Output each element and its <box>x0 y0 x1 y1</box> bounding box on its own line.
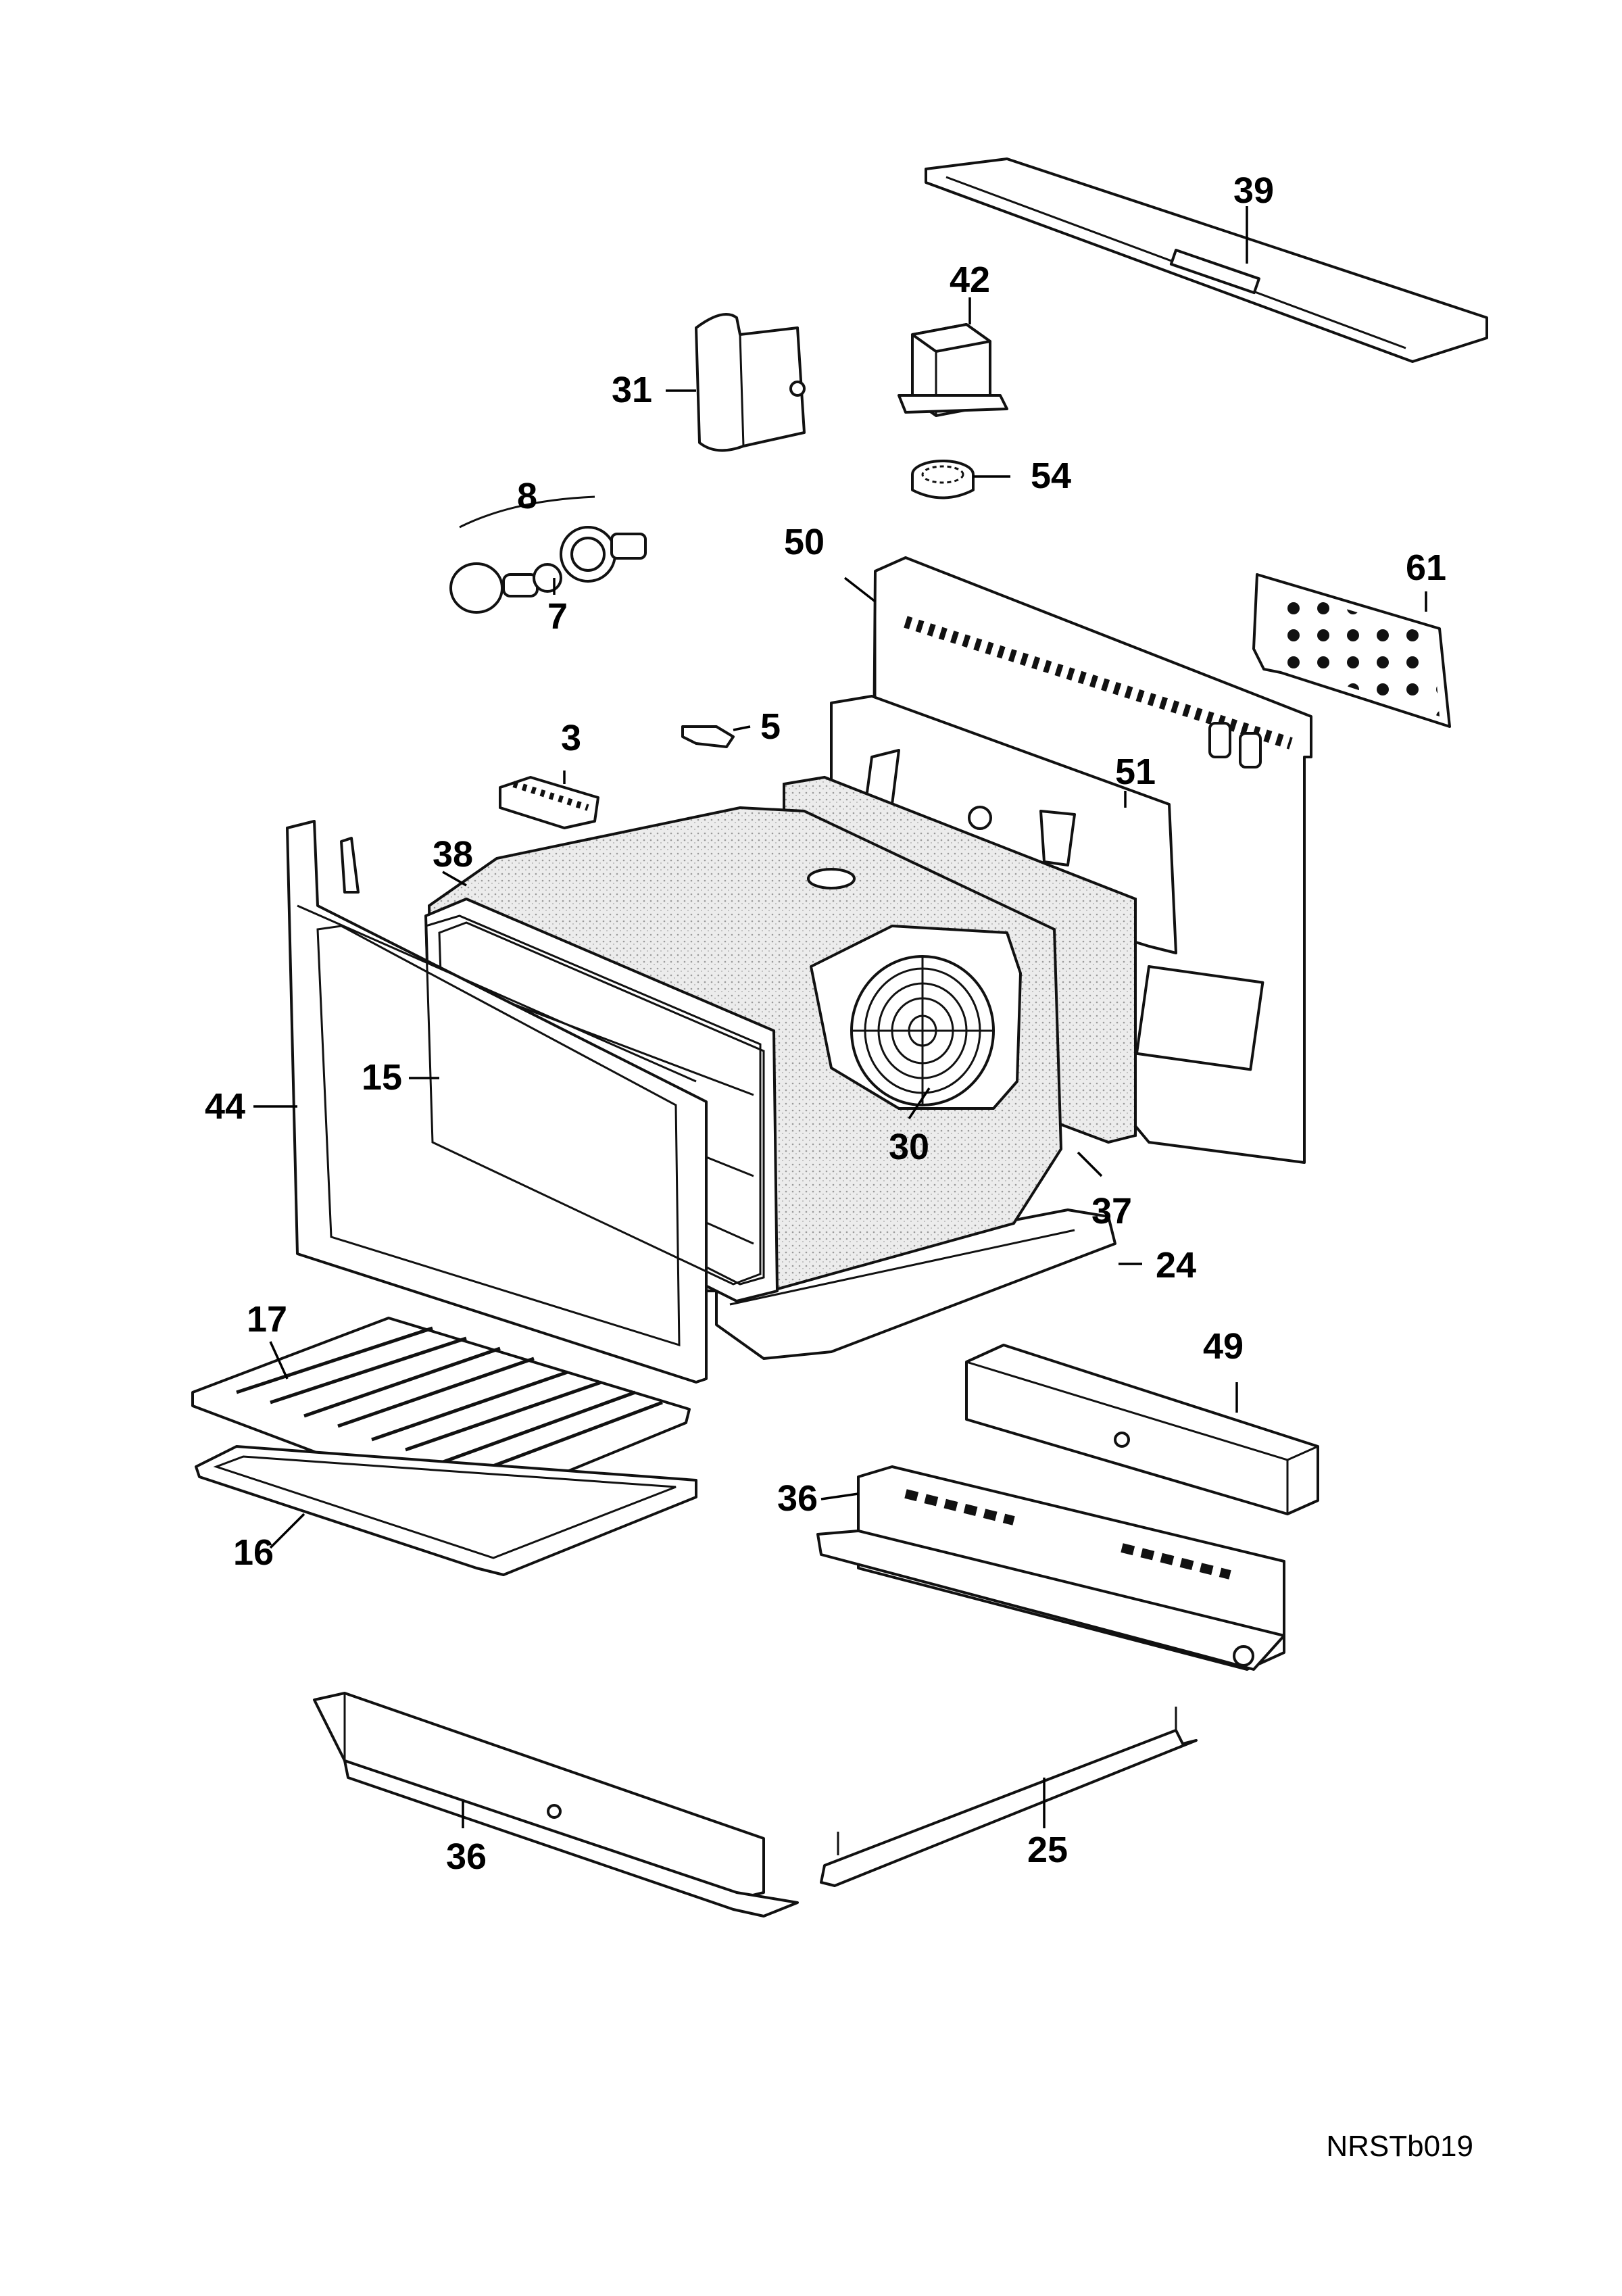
callout-37: 37 <box>1091 1191 1132 1231</box>
callout-5: 5 <box>760 706 781 747</box>
oven-rack-part <box>191 1317 691 1509</box>
callout-labels: 39 42 31 54 8 7 50 61 5 3 51 38 15 44 30… <box>205 170 1446 1877</box>
top-rail-part <box>925 157 1488 363</box>
callout-7: 7 <box>547 596 568 637</box>
clip-part <box>681 725 735 748</box>
callout-36-upper: 36 <box>777 1478 818 1519</box>
callout-24: 24 <box>1156 1245 1196 1286</box>
side-rail-part <box>820 1707 1198 1887</box>
front-frame-part <box>286 820 708 1384</box>
baking-tray-part <box>195 1445 697 1576</box>
callout-50: 50 <box>784 522 825 562</box>
callout-54: 54 <box>1031 456 1071 496</box>
door-seal-part <box>424 914 762 1286</box>
lamp-assembly-part <box>449 495 647 614</box>
callout-44: 44 <box>205 1086 245 1127</box>
callout-3: 3 <box>561 718 581 758</box>
leader-lines <box>253 206 1427 1828</box>
drawing-code: NRSTb019 <box>1326 2130 1473 2163</box>
lower-support-bracket-part <box>313 1692 799 1918</box>
callout-25: 25 <box>1027 1830 1068 1870</box>
trim-box-part <box>965 1344 1319 1515</box>
callout-38: 38 <box>433 834 473 875</box>
callout-31: 31 <box>612 370 652 410</box>
perforated-plate-part <box>1252 573 1451 728</box>
duct-cover-part <box>695 313 806 452</box>
callout-36-lower: 36 <box>446 1836 487 1877</box>
callout-42: 42 <box>950 260 990 300</box>
callout-8: 8 <box>517 476 537 516</box>
filter-part <box>911 460 975 499</box>
callout-15: 15 <box>362 1057 402 1098</box>
upper-support-bracket-part <box>816 1465 1285 1671</box>
callout-17: 17 <box>247 1299 287 1340</box>
fan-assembly-part <box>810 925 1022 1110</box>
callout-16: 16 <box>233 1532 274 1573</box>
relay-box-part <box>898 323 1008 417</box>
callout-39: 39 <box>1233 170 1274 211</box>
callout-30: 30 <box>889 1127 929 1167</box>
callout-61: 61 <box>1406 547 1446 588</box>
base-tray-part <box>715 1208 1116 1360</box>
terminal-block-part <box>499 776 599 829</box>
callout-49: 49 <box>1203 1326 1244 1367</box>
callout-51: 51 <box>1115 752 1156 792</box>
